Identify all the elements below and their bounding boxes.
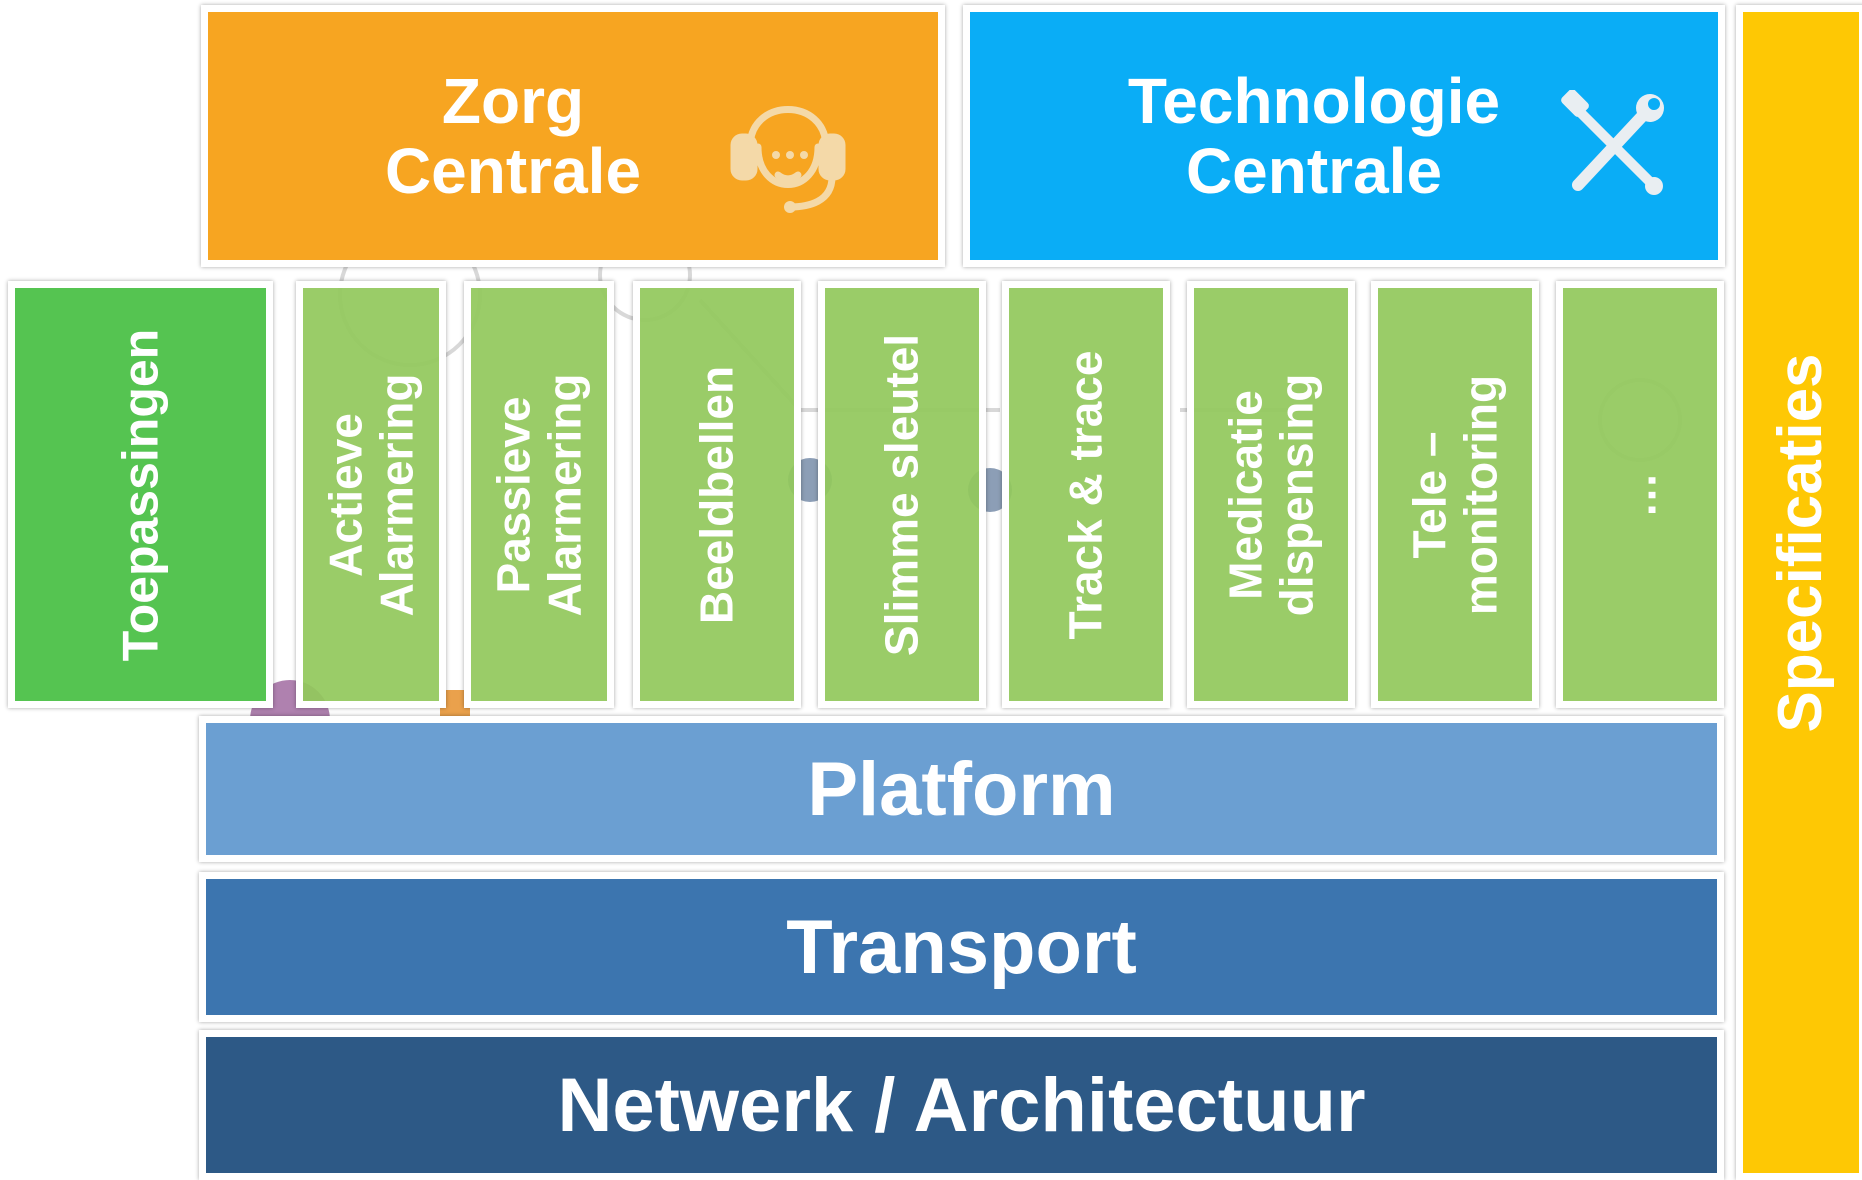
headset-icon xyxy=(730,106,846,213)
app-label: … xyxy=(1613,471,1666,518)
netwerk-label: Netwerk / Architectuur xyxy=(557,1062,1366,1148)
app-label-line: Alarmering xyxy=(370,373,422,616)
toepassingen-panel: Toepassingen xyxy=(8,281,273,708)
platform-layer: Platform xyxy=(199,716,1724,862)
app-label-line: Actieve xyxy=(319,412,372,577)
app-label-line: Slimme sleutel xyxy=(875,333,928,656)
zorg-title-line2: Centrale xyxy=(384,135,642,207)
zorg-title-line1: Zorg xyxy=(441,64,585,137)
app-label: Medicatie dispensing xyxy=(1219,373,1322,616)
app-tele-monitoring: Tele – monitoring xyxy=(1371,281,1539,708)
app-label-line: dispensing xyxy=(1270,373,1322,616)
app-medicatie-dispensing: Medicatie dispensing xyxy=(1187,281,1355,708)
app-label: Passieve Alarmering xyxy=(487,373,590,616)
app-label: Track & trace xyxy=(1059,350,1112,639)
app-label: Slimme sleutel xyxy=(875,333,928,656)
app-label-line: Passieve xyxy=(487,396,540,593)
technologie-title-line2: Centrale xyxy=(1185,135,1443,207)
app-label: Beeldbellen xyxy=(690,365,743,624)
zorg-centrale-title: Zorg Centrale xyxy=(384,64,642,207)
specificaties-label: Specificaties xyxy=(1765,352,1835,733)
app-slimme-sleutel: Slimme sleutel xyxy=(818,281,986,708)
zorg-centrale-panel: Zorg Centrale xyxy=(201,5,945,267)
app-label-line: … xyxy=(1613,471,1666,518)
app-label-line: monitoring xyxy=(1454,374,1506,615)
platform-label: Platform xyxy=(807,746,1116,832)
transport-layer: Transport xyxy=(199,872,1724,1022)
app-label: Actieve Alarmering xyxy=(319,373,422,616)
app-label: Tele – monitoring xyxy=(1403,374,1506,615)
tools-icon xyxy=(1561,90,1664,195)
app-label-line: Track & trace xyxy=(1059,350,1112,639)
technologie-centrale-title: Technologie Centrale xyxy=(1127,64,1501,207)
toepassingen-label: Toepassingen xyxy=(112,328,168,661)
app-actieve-alarmering: Actieve Alarmering xyxy=(296,281,446,708)
app-beeldbellen: Beeldbellen xyxy=(633,281,801,708)
specificaties-bar: Specificaties xyxy=(1736,5,1862,1180)
transport-label: Transport xyxy=(786,904,1137,990)
app-passieve-alarmering: Passieve Alarmering xyxy=(464,281,614,708)
netwerk-architectuur-layer: Netwerk / Architectuur xyxy=(199,1030,1724,1180)
app-label-line: Beeldbellen xyxy=(690,365,743,624)
technologie-centrale-panel: Technologie Centrale xyxy=(963,5,1725,267)
app-label-line: Medicatie xyxy=(1219,389,1272,600)
app-label-line: Tele – xyxy=(1403,431,1456,558)
technologie-title-line1: Technologie xyxy=(1127,64,1501,137)
app-label-line: Alarmering xyxy=(538,373,590,616)
app-more: … xyxy=(1556,281,1724,708)
app-track-trace: Track & trace xyxy=(1002,281,1170,708)
